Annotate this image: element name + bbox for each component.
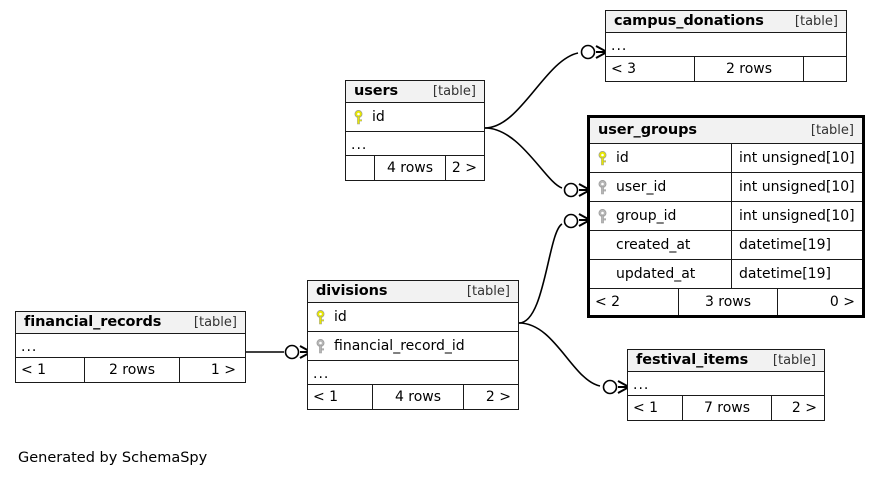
footer-outgoing-count: 2 > <box>791 400 817 416</box>
table-footer: < 2 3 rows 0 > <box>590 289 862 315</box>
table-kind-label: [table] <box>794 13 838 29</box>
column-type: datetime[19] <box>731 260 862 288</box>
column-name: id <box>334 309 347 325</box>
column-left-cell: updated_at <box>590 260 731 288</box>
foreign-key-icon <box>314 338 327 354</box>
table-kind-label: [table] <box>466 283 510 299</box>
table-footer: 4 rows 2 > <box>346 156 484 180</box>
table-user_groups[interactable]: user_groups [table] id int unsigned[10] … <box>587 115 865 318</box>
table-title-bar: campus_donations [table] <box>606 11 846 33</box>
column-left-cell: user_id <box>590 173 731 201</box>
footer-outgoing-count: 2 > <box>451 160 477 176</box>
diagram-caption: Generated by SchemaSpy <box>18 450 208 466</box>
column-left-cell: id <box>346 103 484 131</box>
column-name: created_at <box>616 237 691 253</box>
table-name: user_groups <box>598 122 697 138</box>
column-type: int unsigned[10] <box>731 202 862 230</box>
column-name: id <box>372 109 385 125</box>
column-row[interactable]: financial_record_id <box>308 332 518 361</box>
columns-ellipsis: ... <box>606 33 846 57</box>
footer-outgoing-count: 1 > <box>210 362 236 378</box>
foreign-key-icon <box>596 179 609 195</box>
column-row[interactable]: group_id int unsigned[10] <box>590 202 862 231</box>
table-title-bar: users [table] <box>346 81 484 103</box>
table-kind-label: [table] <box>772 352 816 368</box>
footer-outgoing-count: 0 > <box>829 294 855 310</box>
edge-divisions-user_groups <box>518 213 591 324</box>
column-type: int unsigned[10] <box>731 144 862 172</box>
column-row[interactable]: id int unsigned[10] <box>590 144 862 173</box>
table-footer: < 1 4 rows 2 > <box>308 385 518 409</box>
table-title-bar: financial_records [table] <box>16 312 245 334</box>
column-left-cell: created_at <box>590 231 731 259</box>
table-name: campus_donations <box>614 13 764 29</box>
table-financial_records[interactable]: financial_records [table] ... < 1 2 rows… <box>15 311 246 383</box>
edge-financial_records-divisions <box>246 344 312 360</box>
edge-users-user_groups <box>484 127 591 198</box>
table-kind-label: [table] <box>432 83 476 99</box>
column-name: id <box>616 150 629 166</box>
foreign-key-icon <box>596 208 609 224</box>
column-name: financial_record_id <box>334 338 465 354</box>
table-title-bar: divisions [table] <box>308 281 518 303</box>
column-type: int unsigned[10] <box>731 173 862 201</box>
column-name: group_id <box>616 208 677 224</box>
footer-row-count: 4 rows <box>372 385 464 409</box>
table-name: divisions <box>316 283 388 299</box>
table-name: financial_records <box>24 314 162 330</box>
footer-row-count: 2 rows <box>84 358 180 382</box>
column-name: user_id <box>616 179 667 195</box>
table-title-bar: user_groups [table] <box>590 118 862 144</box>
columns-ellipsis: ... <box>628 372 824 396</box>
column-row[interactable]: user_id int unsigned[10] <box>590 173 862 202</box>
table-footer: < 1 7 rows 2 > <box>628 396 824 420</box>
column-left-cell: id <box>308 303 518 331</box>
table-festival_items[interactable]: festival_items [table] ... < 1 7 rows 2 … <box>627 349 825 421</box>
columns-ellipsis: ... <box>16 334 245 358</box>
column-row[interactable]: created_at datetime[19] <box>590 231 862 260</box>
table-kind-label: [table] <box>193 314 237 330</box>
footer-incoming-count: < 3 <box>611 61 637 77</box>
footer-row-count: 4 rows <box>374 156 446 180</box>
column-left-cell: group_id <box>590 202 731 230</box>
table-footer: < 1 2 rows 1 > <box>16 358 245 382</box>
primary-key-icon <box>314 309 327 325</box>
footer-incoming-count: < 1 <box>313 389 339 405</box>
columns-ellipsis: ... <box>308 361 518 385</box>
table-kind-label: [table] <box>810 122 854 138</box>
footer-incoming-count <box>346 156 374 180</box>
table-users[interactable]: users [table] id ... 4 rows 2 > <box>345 80 485 181</box>
edge-divisions-festival_items <box>518 322 630 395</box>
footer-outgoing-count <box>804 57 846 81</box>
table-name: users <box>354 83 399 99</box>
footer-incoming-count: < 2 <box>595 294 621 310</box>
column-left-cell: id <box>590 144 731 172</box>
columns-ellipsis: ... <box>346 132 484 156</box>
column-type: datetime[19] <box>731 231 862 259</box>
column-row[interactable]: id <box>346 103 484 132</box>
column-row[interactable]: updated_at datetime[19] <box>590 260 862 289</box>
footer-outgoing-count: 2 > <box>485 389 511 405</box>
column-row[interactable]: id <box>308 303 518 332</box>
footer-incoming-count: < 1 <box>21 362 47 378</box>
footer-row-count: 2 rows <box>694 57 804 81</box>
table-campus_donations[interactable]: campus_donations [table] ... < 3 2 rows <box>605 10 847 82</box>
footer-row-count: 3 rows <box>678 289 778 315</box>
table-title-bar: festival_items [table] <box>628 350 824 372</box>
table-divisions[interactable]: divisions [table] id financial_record_id… <box>307 280 519 410</box>
column-left-cell: financial_record_id <box>308 332 518 360</box>
footer-incoming-count: < 1 <box>633 400 659 416</box>
footer-row-count: 7 rows <box>682 396 772 420</box>
table-name: festival_items <box>636 352 749 368</box>
primary-key-icon <box>596 150 609 166</box>
column-name: updated_at <box>616 266 696 282</box>
table-footer: < 3 2 rows <box>606 57 846 81</box>
primary-key-icon <box>352 109 365 125</box>
